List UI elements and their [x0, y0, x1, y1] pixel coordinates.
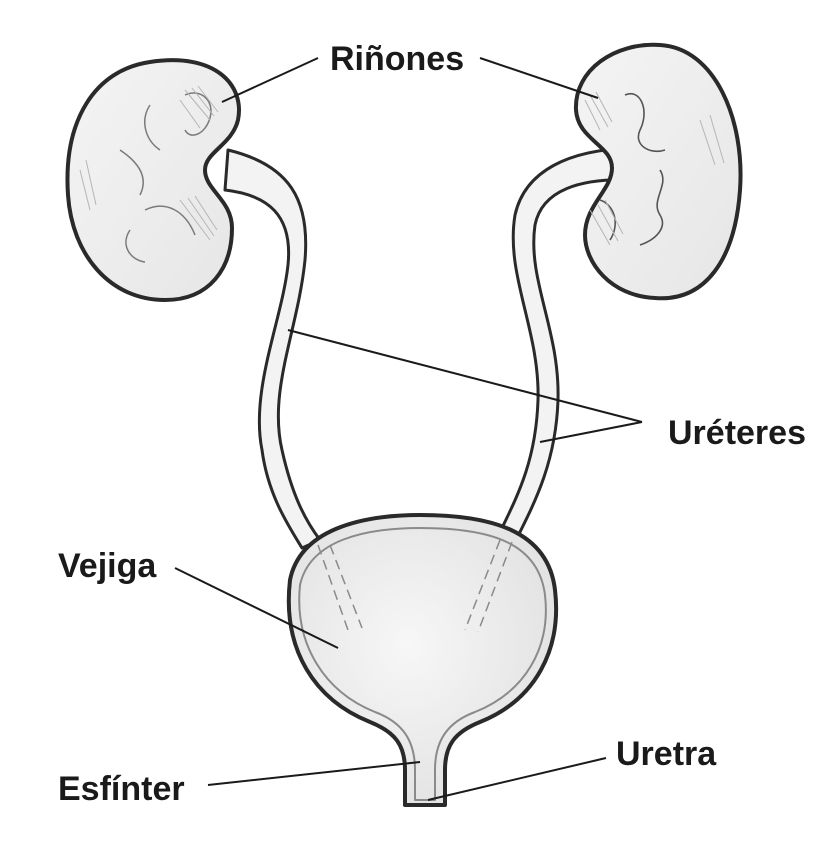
kidneys-leader-left [221, 57, 319, 103]
sphincter-label: Esfínter [58, 770, 185, 808]
ureters-leader-left [287, 329, 643, 423]
right-kidney [573, 42, 743, 301]
urethra-leader [427, 757, 607, 801]
ureters-label: Uréteres [668, 414, 806, 452]
right-kidney-shading [584, 91, 725, 246]
left-kidney-shading [79, 85, 219, 241]
bladder-inner-wall [298, 527, 547, 801]
ureters-leader-right [539, 421, 643, 443]
bladder-leader [174, 567, 339, 649]
left-kidney-detail [119, 92, 212, 263]
bladder [286, 513, 558, 807]
right-kidney-detail [599, 92, 666, 246]
ureter-entry-lines [317, 539, 513, 633]
kidneys-leader-right [479, 57, 599, 99]
left-kidney [65, 58, 241, 302]
kidneys-label: Riñones [330, 40, 465, 78]
leader-lines [174, 57, 643, 801]
bladder-label: Vejiga [58, 547, 157, 585]
sphincter-leader [207, 761, 421, 786]
urethra-label: Uretra [616, 735, 717, 773]
left-ureter [223, 148, 322, 550]
